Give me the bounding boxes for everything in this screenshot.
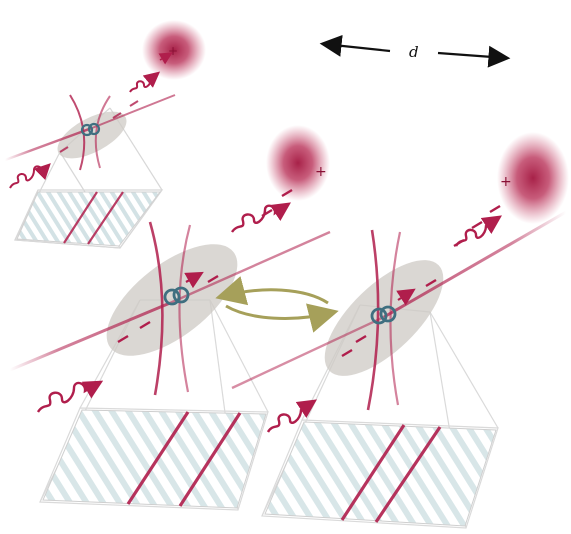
separation-indicator: d: [319, 34, 511, 68]
double-ring-icon: [370, 305, 397, 325]
fringe-line: [63, 191, 98, 244]
charge-cloud-icon: +: [497, 132, 569, 224]
wavy-photon-arrow-icon: [184, 271, 204, 289]
hyperbola-curve: [178, 224, 192, 393]
detector-setup-small: [4, 52, 176, 249]
wavy-photon-arrow-icon: [266, 399, 317, 433]
double-ring-icon: [80, 122, 101, 137]
separation-label: d: [409, 43, 419, 61]
fringe-line: [374, 426, 442, 523]
dash-marks: [59, 100, 139, 153]
detector-setup-left: [9, 188, 331, 511]
exchange-arrow-icon: [215, 276, 339, 333]
fringe-line: [340, 424, 406, 521]
beam-line: [231, 315, 385, 390]
separation-arrow-right: [437, 45, 511, 68]
hyperbola-curve: [148, 221, 164, 396]
svg-text:+: +: [168, 44, 178, 58]
halo-disk: [106, 244, 238, 356]
svg-text:+: +: [500, 174, 512, 190]
separation-arrow-left: [319, 34, 391, 57]
hyperbola-curve: [94, 95, 111, 169]
wavy-photon-arrow-icon: [158, 52, 173, 65]
halo-disk: [57, 111, 127, 159]
fringe-line: [87, 191, 124, 245]
wavy-photon-arrow-icon: [454, 215, 502, 247]
interference-screen: [16, 191, 162, 247]
interference-screen: [42, 409, 267, 509]
beam-line: [4, 126, 93, 162]
wavy-photon-arrow-icon: [396, 288, 416, 306]
charge-cloud-icon: +: [266, 125, 330, 201]
beam-line: [9, 301, 171, 372]
double-ring-icon: [163, 286, 190, 306]
fringe-line: [178, 412, 242, 507]
beam-line: [169, 230, 331, 305]
hyperbola-curve: [69, 94, 86, 171]
fringe-line: [126, 411, 190, 505]
interference-screen: [264, 421, 497, 527]
beam-line: [91, 94, 176, 129]
wavy-photon-arrow-icon: [129, 71, 161, 93]
detector-setup-right: [231, 204, 567, 529]
hyperbola-curve: [366, 229, 380, 411]
hyperbola-curve: [389, 231, 402, 406]
svg-text:+: +: [315, 164, 327, 180]
wavy-photon-arrow-icon: [9, 163, 51, 189]
wavy-photon-arrow-icon: [231, 202, 291, 233]
charge-cloud-icon: +: [142, 20, 206, 80]
wavy-photon-arrow-icon: [36, 380, 104, 413]
